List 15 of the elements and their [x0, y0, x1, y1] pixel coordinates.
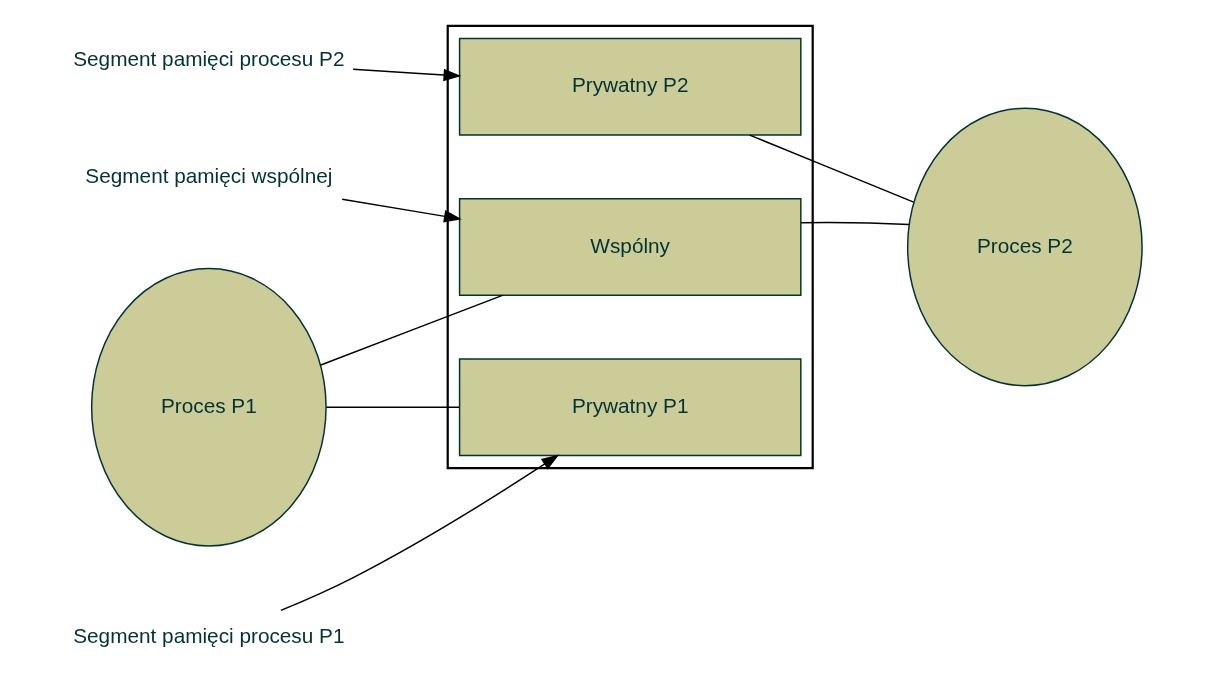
node-text: Segment pamięci procesu P1: [72, 623, 344, 647]
connector: [799, 221, 910, 226]
arrow: [340, 198, 462, 223]
arrow: [279, 454, 559, 612]
node-ellipse: Proces P1: [90, 267, 327, 547]
node-box: Prywatny P2: [458, 37, 802, 136]
node-text: Segment pamięci procesu P2: [72, 46, 344, 70]
arrow: [351, 68, 461, 82]
node-box: Wspólny: [458, 198, 802, 296]
connector: [748, 134, 914, 203]
connector: [319, 294, 503, 366]
connector: [325, 406, 460, 408]
node-ellipse: Proces P2: [906, 107, 1143, 387]
node-text: Segment pamięci wspólnej: [84, 163, 332, 187]
node-box: Prywatny P1: [458, 358, 802, 457]
